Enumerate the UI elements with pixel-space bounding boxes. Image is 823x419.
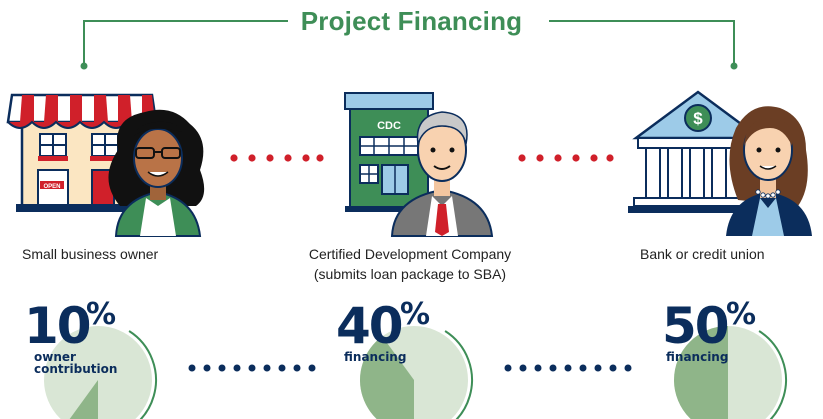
- share-pie-slice-owner: [69, 380, 98, 419]
- caption-bank: Bank or credit union: [640, 246, 765, 262]
- caption-cdc-line1: Certified Development Company: [308, 246, 512, 262]
- bracket-dot-left: [80, 62, 88, 70]
- share-bank-label: financing: [666, 350, 729, 364]
- share-owner-label-line1: owner: [34, 350, 76, 364]
- share-pie-cdc: [360, 326, 473, 419]
- share-owner-label-line2: contribution: [34, 362, 118, 376]
- share-cdc-label: financing: [344, 350, 407, 364]
- woman-banker-avatar-icon: [726, 106, 812, 236]
- share-cdc-percent-symbol: %: [400, 297, 431, 332]
- dollar-sign: $: [693, 109, 703, 128]
- share-pie-base-owner: [44, 326, 152, 419]
- bracket-dot-right: [730, 62, 738, 70]
- open-sign: OPEN: [43, 184, 60, 190]
- share-pie-outline-cdc: [444, 330, 473, 419]
- share-bank-percent-symbol: %: [726, 297, 757, 332]
- connector-dots-top-right: [518, 154, 614, 162]
- cdc-sign: CDC: [377, 120, 401, 132]
- share-pie-slice-bank: [674, 326, 728, 419]
- share-owner-number: 10: [24, 297, 92, 355]
- connector-dots-bottom-right: [504, 364, 632, 372]
- share-pie-outline-bank: [758, 330, 787, 419]
- caption-cdc: Certified Development Company (submits l…: [290, 244, 530, 284]
- connector-dots-top-left: [230, 154, 324, 162]
- share-pie-slice-cdc: [360, 336, 414, 419]
- man-avatar-icon: [390, 111, 494, 237]
- cdc-building-icon: CDC: [344, 92, 437, 212]
- woman-avatar-icon: [108, 109, 205, 237]
- share-pie-outline-owner: [128, 330, 157, 419]
- caption-cdc-line2: (submits loan package to SBA): [313, 266, 507, 282]
- bank-building-icon: $: [628, 90, 768, 213]
- connector-dots-bottom-left: [188, 364, 316, 372]
- share-pie-bank: [674, 326, 787, 419]
- share-pie-owner: [44, 326, 157, 419]
- page-title: Project Financing: [300, 6, 523, 36]
- share-cdc-number: 40: [336, 297, 404, 355]
- title-bracket: [83, 20, 735, 65]
- share-owner-percent-symbol: %: [86, 297, 117, 332]
- caption-small-business-owner: Small business owner: [22, 246, 159, 262]
- share-bank-number: 50: [662, 297, 730, 355]
